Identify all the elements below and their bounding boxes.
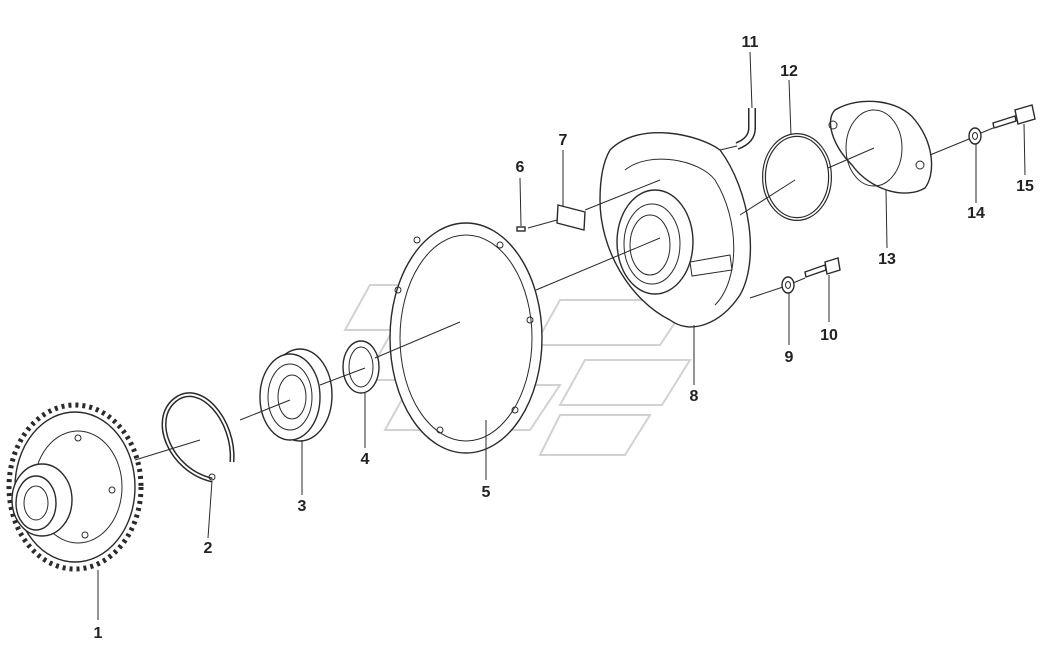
part-6-pin — [516, 226, 526, 232]
callout-9: 9 — [785, 349, 794, 366]
callout-2: 2 — [204, 540, 213, 557]
part-10-bolt — [804, 257, 841, 278]
callout-11: 11 — [742, 34, 759, 51]
callout-14: 14 — [967, 205, 985, 222]
callout-13: 13 — [878, 251, 896, 268]
callout-15: 15 — [1016, 178, 1034, 195]
part-5-gasket — [389, 222, 543, 454]
callout-6: 6 — [516, 159, 525, 176]
part-15-bolt — [992, 104, 1036, 129]
part-9-washer — [781, 276, 795, 294]
callout-leaders — [97, 51, 1026, 620]
callout-3: 3 — [298, 498, 307, 515]
part-3-bearing — [259, 348, 333, 442]
callout-labels: 1 2 3 4 5 6 7 8 9 10 11 12 13 14 15 — [94, 34, 1034, 642]
callout-1: 1 — [94, 625, 103, 642]
callout-5: 5 — [482, 484, 491, 501]
callout-8: 8 — [690, 388, 699, 405]
part-13-cover — [828, 100, 933, 194]
part-8-housing — [599, 131, 752, 328]
part-11-elbow-pipe — [735, 108, 756, 150]
part-12-o-ring — [762, 133, 832, 221]
part-2-circlip — [161, 392, 235, 483]
callout-12: 12 — [780, 63, 798, 80]
callout-7: 7 — [559, 132, 568, 149]
part-14-washer — [968, 127, 982, 145]
callout-10: 10 — [820, 327, 838, 344]
part-7-plate — [556, 204, 586, 231]
part-1-gear — [6, 402, 144, 572]
part-4-seal-ring — [342, 340, 380, 394]
callout-4: 4 — [361, 451, 370, 468]
assembly-axis-lines — [134, 127, 994, 461]
